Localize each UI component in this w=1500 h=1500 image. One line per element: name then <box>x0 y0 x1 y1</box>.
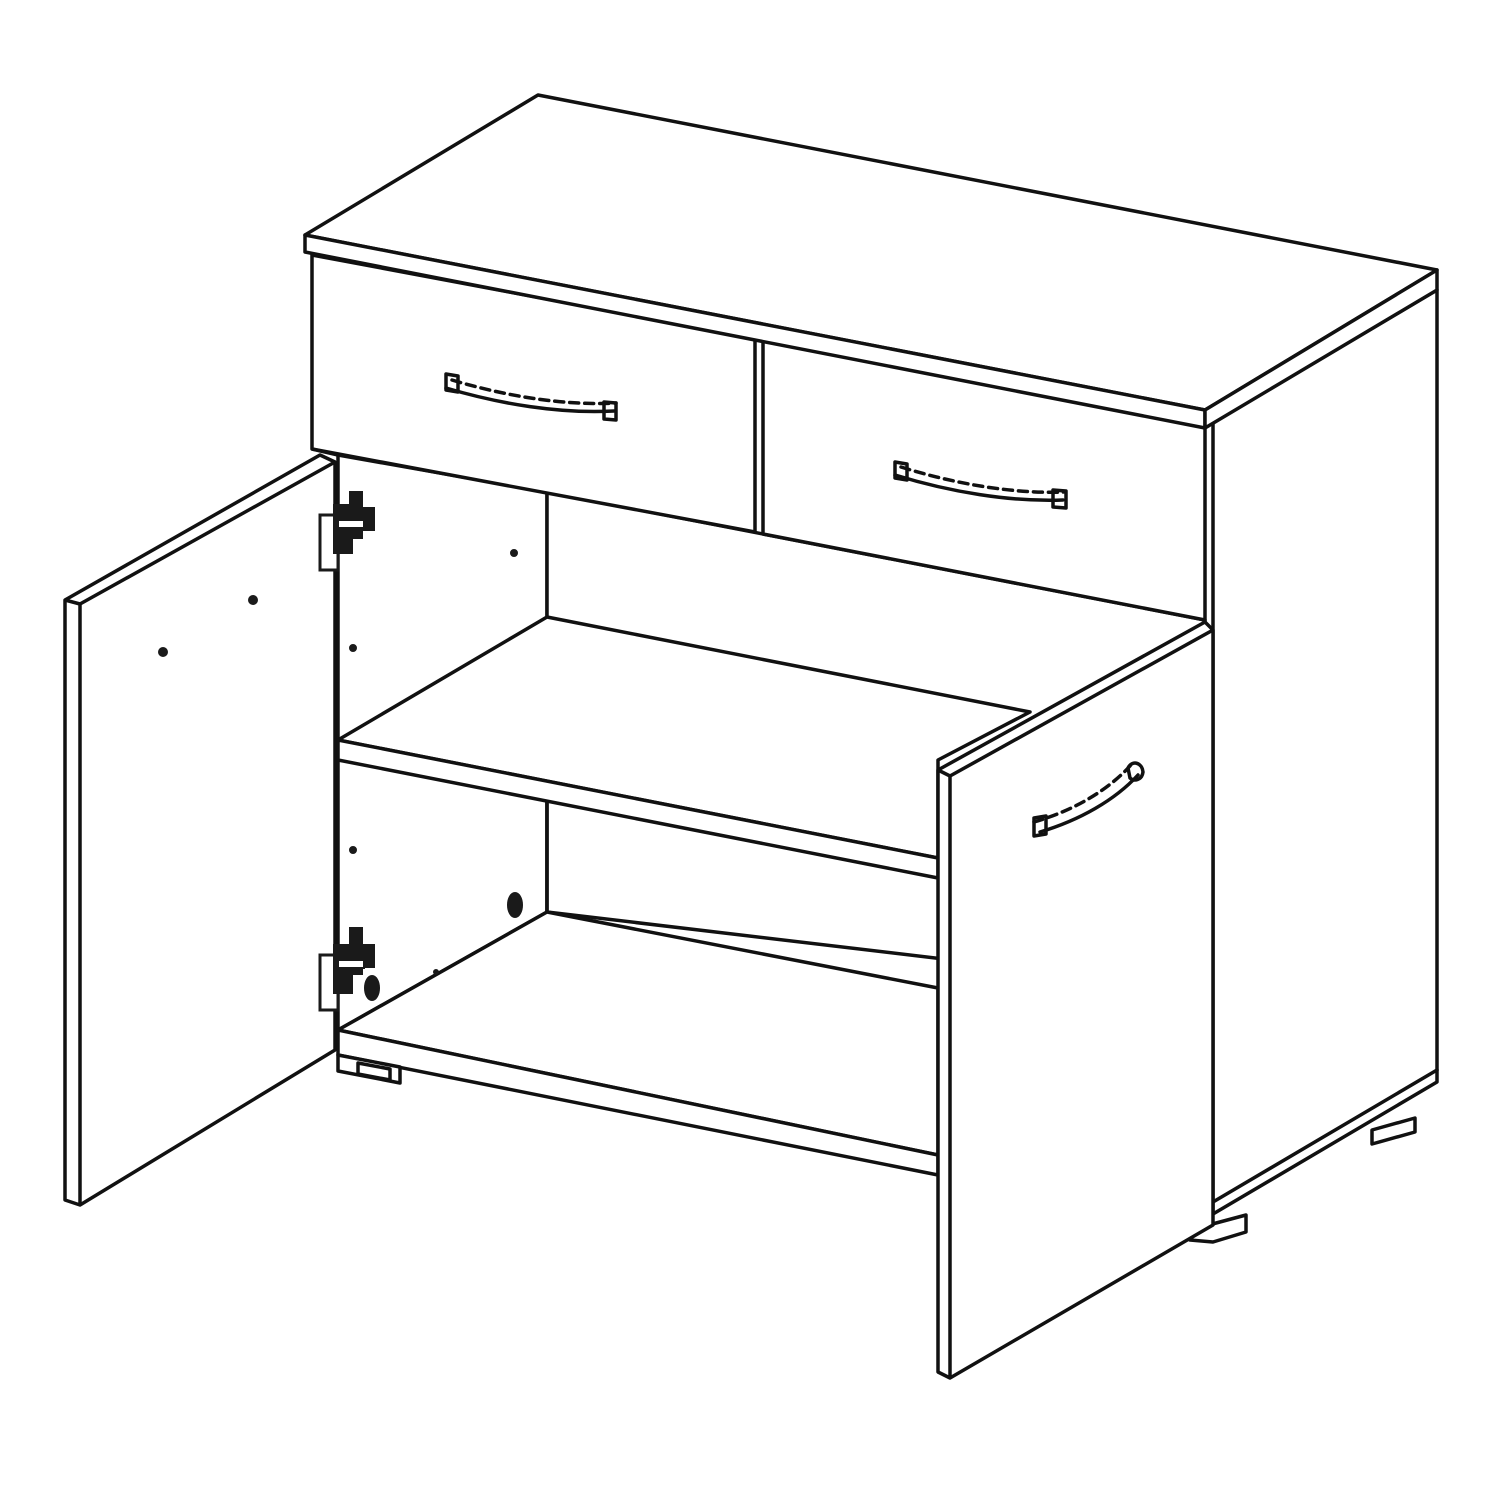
top-panel-side-edge <box>1203 268 1439 430</box>
right-door-panel <box>936 620 1215 1380</box>
cam-hole-icon <box>507 892 523 918</box>
shelf-pin-hole-icon <box>158 647 168 657</box>
left-door-top-face <box>79 460 336 606</box>
shelf-pin-hole-icon <box>349 644 357 652</box>
cam-hole-icon <box>364 975 380 1001</box>
shelf-pin-hole-icon <box>349 846 357 854</box>
right-door-top-edge <box>937 768 951 778</box>
shelf-pin-hole-icon <box>510 549 518 557</box>
drawer-base-line <box>311 447 339 457</box>
right-panel-bottom-edge <box>1211 1068 1439 1204</box>
right-side-panel <box>1211 288 1439 1216</box>
handle-icon <box>893 460 1068 510</box>
right-door-top-face <box>949 628 1214 778</box>
left-door-top-edge <box>64 598 81 606</box>
hinge-icon <box>318 927 375 1012</box>
handle-icon <box>444 372 618 422</box>
shelf-pin-hole-icon <box>248 595 258 605</box>
shelf-pin-hole-icon <box>433 969 439 975</box>
hinge-icon <box>318 491 375 572</box>
left-door-panel <box>63 453 337 1207</box>
foot-front-left-block <box>356 1061 392 1082</box>
handle-icon <box>1032 761 1145 838</box>
foot-back-right <box>1370 1116 1417 1146</box>
